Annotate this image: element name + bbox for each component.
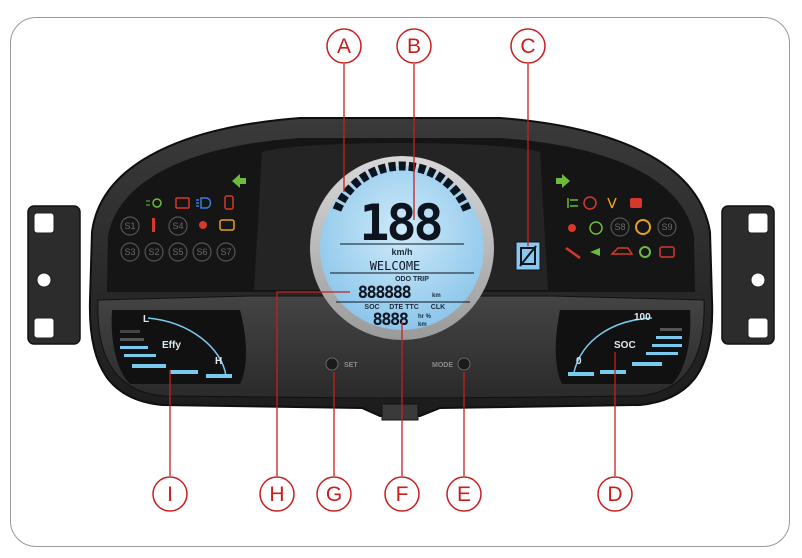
callout-g: G xyxy=(316,476,352,512)
svg-text:D: D xyxy=(607,483,622,506)
ready-icon xyxy=(639,246,651,258)
svg-text:SET: SET xyxy=(344,362,358,369)
airbag-icon xyxy=(568,224,576,232)
odometer-readout: 888888 xyxy=(358,283,412,303)
right-mount-bracket xyxy=(721,205,775,345)
callout-f: F xyxy=(384,476,420,512)
right-gauge-label: SOC xyxy=(614,340,636,351)
switch-s8: S8 xyxy=(614,222,625,232)
welcome-message: WELCOME xyxy=(370,259,421,273)
bottom-connector xyxy=(381,403,419,421)
soc-label: SOC xyxy=(364,304,379,311)
left-gauge-high-label: H xyxy=(215,356,222,367)
svg-text:S7: S7 xyxy=(220,247,231,257)
charge-plug-icon xyxy=(590,248,600,256)
warning-icon xyxy=(583,196,597,210)
callout-a: A xyxy=(326,28,362,64)
callout-h: H xyxy=(259,476,295,512)
svg-text:F: F xyxy=(396,483,409,506)
lower-bezel xyxy=(97,295,705,399)
brake-icon xyxy=(635,219,651,235)
speed-readout: 188 xyxy=(359,194,440,252)
mode-button[interactable]: MODE xyxy=(432,357,471,371)
high-beam-icon xyxy=(196,197,212,209)
rear-fog-icon xyxy=(607,197,617,209)
svg-text:A: A xyxy=(337,35,351,58)
svg-text:B: B xyxy=(407,35,421,58)
lcd-screen xyxy=(320,166,484,330)
temperature-icon xyxy=(152,218,155,232)
svg-text:S3: S3 xyxy=(124,247,135,257)
odo-trip-label: ODO TRIP xyxy=(395,276,429,283)
left-gauge-low-label: L xyxy=(143,314,149,325)
left-gauge-bars xyxy=(120,330,232,378)
wrench-icon xyxy=(565,246,581,260)
right-gauge: 100 SOC 0 xyxy=(555,310,691,384)
svg-text:S5: S5 xyxy=(172,247,183,257)
svg-text:G: G xyxy=(326,483,342,506)
switch-s9: S9 xyxy=(661,222,672,232)
callout-c: C xyxy=(510,28,546,64)
svg-text:E: E xyxy=(457,483,471,506)
left-gauge: L Effy H xyxy=(111,310,246,384)
dte-ttc-label: DTE TTC xyxy=(389,304,419,311)
position-light-icon xyxy=(567,198,578,208)
callout-e: E xyxy=(446,476,482,512)
switch-indicators-row2: S3 S2 S5 S6 S7 xyxy=(120,242,236,262)
seat-icon xyxy=(630,198,642,208)
right-gauge-max-label: 100 xyxy=(634,312,651,323)
door-icon xyxy=(224,195,234,210)
switch-s4: S4 xyxy=(172,221,183,231)
svg-text:I: I xyxy=(167,483,173,506)
car-fault-icon xyxy=(610,247,634,255)
eco-icon xyxy=(589,221,603,235)
clk-label: CLK xyxy=(431,304,445,311)
info-unit-bottom: km xyxy=(418,322,427,328)
motor-fault-icon xyxy=(659,246,675,258)
info-readout: 8888 xyxy=(373,310,409,330)
seatbelt-icon xyxy=(199,221,207,229)
left-indicators: S1 S4 S3 S2 S5 S6 S7 xyxy=(120,174,246,262)
right-gauge-bars xyxy=(568,328,682,376)
switch-s1: S1 xyxy=(124,221,135,231)
svg-text:MODE: MODE xyxy=(432,362,453,369)
right-turn-signal-icon xyxy=(556,174,570,188)
odometer-unit: km xyxy=(432,293,441,299)
callout-lines xyxy=(169,64,616,476)
svg-text:H: H xyxy=(269,483,284,506)
speed-unit: km/h xyxy=(391,247,412,257)
low-beam-icon xyxy=(146,198,162,208)
callout-d: D xyxy=(597,476,633,512)
speed-bar-arc xyxy=(332,161,472,212)
fog-light-icon xyxy=(219,219,235,231)
svg-text:S6: S6 xyxy=(196,247,207,257)
switch-indicators-row1: S1 S4 xyxy=(120,216,235,236)
set-button[interactable]: SET xyxy=(325,357,358,371)
left-turn-signal-icon xyxy=(232,174,246,188)
info-unit-top: hr % xyxy=(418,314,432,320)
right-indicators: S8 S9 xyxy=(556,174,677,260)
callout-i: I xyxy=(152,476,188,512)
parking-indicator xyxy=(515,241,541,271)
battery-icon xyxy=(175,197,190,209)
callout-b: B xyxy=(396,28,432,64)
svg-text:C: C xyxy=(520,35,535,58)
left-gauge-label: Effy xyxy=(162,340,181,351)
left-mount-bracket xyxy=(27,205,81,345)
svg-text:S2: S2 xyxy=(148,247,159,257)
right-gauge-min-label: 0 xyxy=(576,356,582,367)
